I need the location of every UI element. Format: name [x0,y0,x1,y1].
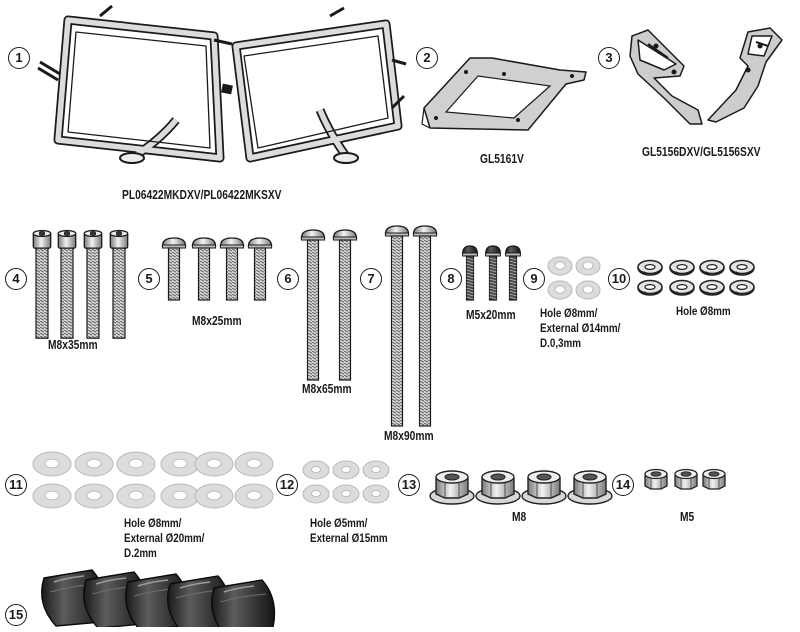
flat-washer [547,280,573,300]
label-part-12: Hole Ø5mm/ External Ø15mm [310,516,388,545]
flat-washer [74,451,114,477]
button-bolt [161,237,187,301]
flat-washer [74,483,114,509]
lock-washer [729,279,755,296]
flat-washer [362,460,390,480]
button-bolt [219,237,245,301]
label-part-10: Hole Ø8mm [676,304,731,318]
flat-washer [547,256,573,276]
flat-washer [116,451,156,477]
flat-washer [32,483,72,509]
callout-3: 3 [598,47,620,69]
flat-washer [234,483,274,509]
flat-washer [332,460,360,480]
label-part-7: M8x90mm [384,429,434,443]
callout-2: 2 [416,47,438,69]
socket-bolt [83,229,103,339]
label-part-5: M8x25mm [192,314,242,328]
flat-washer [575,256,601,276]
flange-nuts-drawing [429,470,613,505]
button-bolt [484,245,502,301]
flat-washer [234,451,274,477]
end-cap [211,579,276,632]
label-part-14: M5 [680,510,695,524]
callout-12: 12 [276,474,298,496]
label-part-2: GL5161V [480,152,524,166]
callout-15: 15 [5,604,27,626]
socket-bolt [57,229,77,339]
label-part-8: M5x20mm [466,308,516,322]
flat-washer [160,483,200,509]
label-part-1: PL06422MKDXV/PL06422MKSXV [122,188,282,202]
lock-washer [699,259,725,276]
plates-drawing [629,27,783,125]
label-part-13: M8 [512,510,527,524]
callout-8: 8 [440,268,462,290]
button-bolt [412,225,438,427]
button-bolt [247,237,273,301]
flat-washer [194,483,234,509]
socket-bolt [32,229,52,339]
callout-10: 10 [608,268,630,290]
lock-washer [729,259,755,276]
lock-washer [637,259,663,276]
small-nuts-drawing [644,468,726,490]
label-part-4: M8x35mm [48,338,98,352]
callout-7: 7 [360,268,382,290]
bracket-drawing [421,57,587,131]
label-part-6: M8x65mm [302,382,352,396]
lock-washer [669,279,695,296]
callout-9: 9 [523,268,545,290]
lock-washer [699,279,725,296]
callout-4: 4 [5,268,27,290]
socket-bolt [109,229,129,339]
label-part-11: Hole Ø8mm/ External Ø20mm/ D.2mm [124,516,205,560]
button-bolt [384,225,410,427]
label-part-9: Hole Ø8mm/ External Ø14mm/ D.0,3mm [540,306,621,350]
flat-washer [302,460,330,480]
flat-washer [575,280,601,300]
callout-11: 11 [5,474,27,496]
flat-washer [160,451,200,477]
flat-washer [302,484,330,504]
button-bolt [461,245,479,301]
button-bolt [300,229,326,381]
callout-5: 5 [138,268,160,290]
button-bolt [332,229,358,381]
flat-washer [116,483,156,509]
end-caps-drawing [41,569,276,632]
flat-washer [194,451,234,477]
button-bolt [504,245,522,301]
button-bolt [191,237,217,301]
callout-1: 1 [8,47,30,69]
washers-drawing [32,256,755,509]
callout-6: 6 [277,268,299,290]
callout-14: 14 [612,474,634,496]
side-frames-drawing [37,4,407,164]
label-part-3: GL5156DXV/GL5156SXV [642,145,761,159]
flat-washer [332,484,360,504]
bolts-drawing [32,225,522,427]
flat-washer [32,451,72,477]
lock-washer [637,279,663,296]
callout-13: 13 [398,474,420,496]
lock-washer [669,259,695,276]
flat-washer [362,484,390,504]
